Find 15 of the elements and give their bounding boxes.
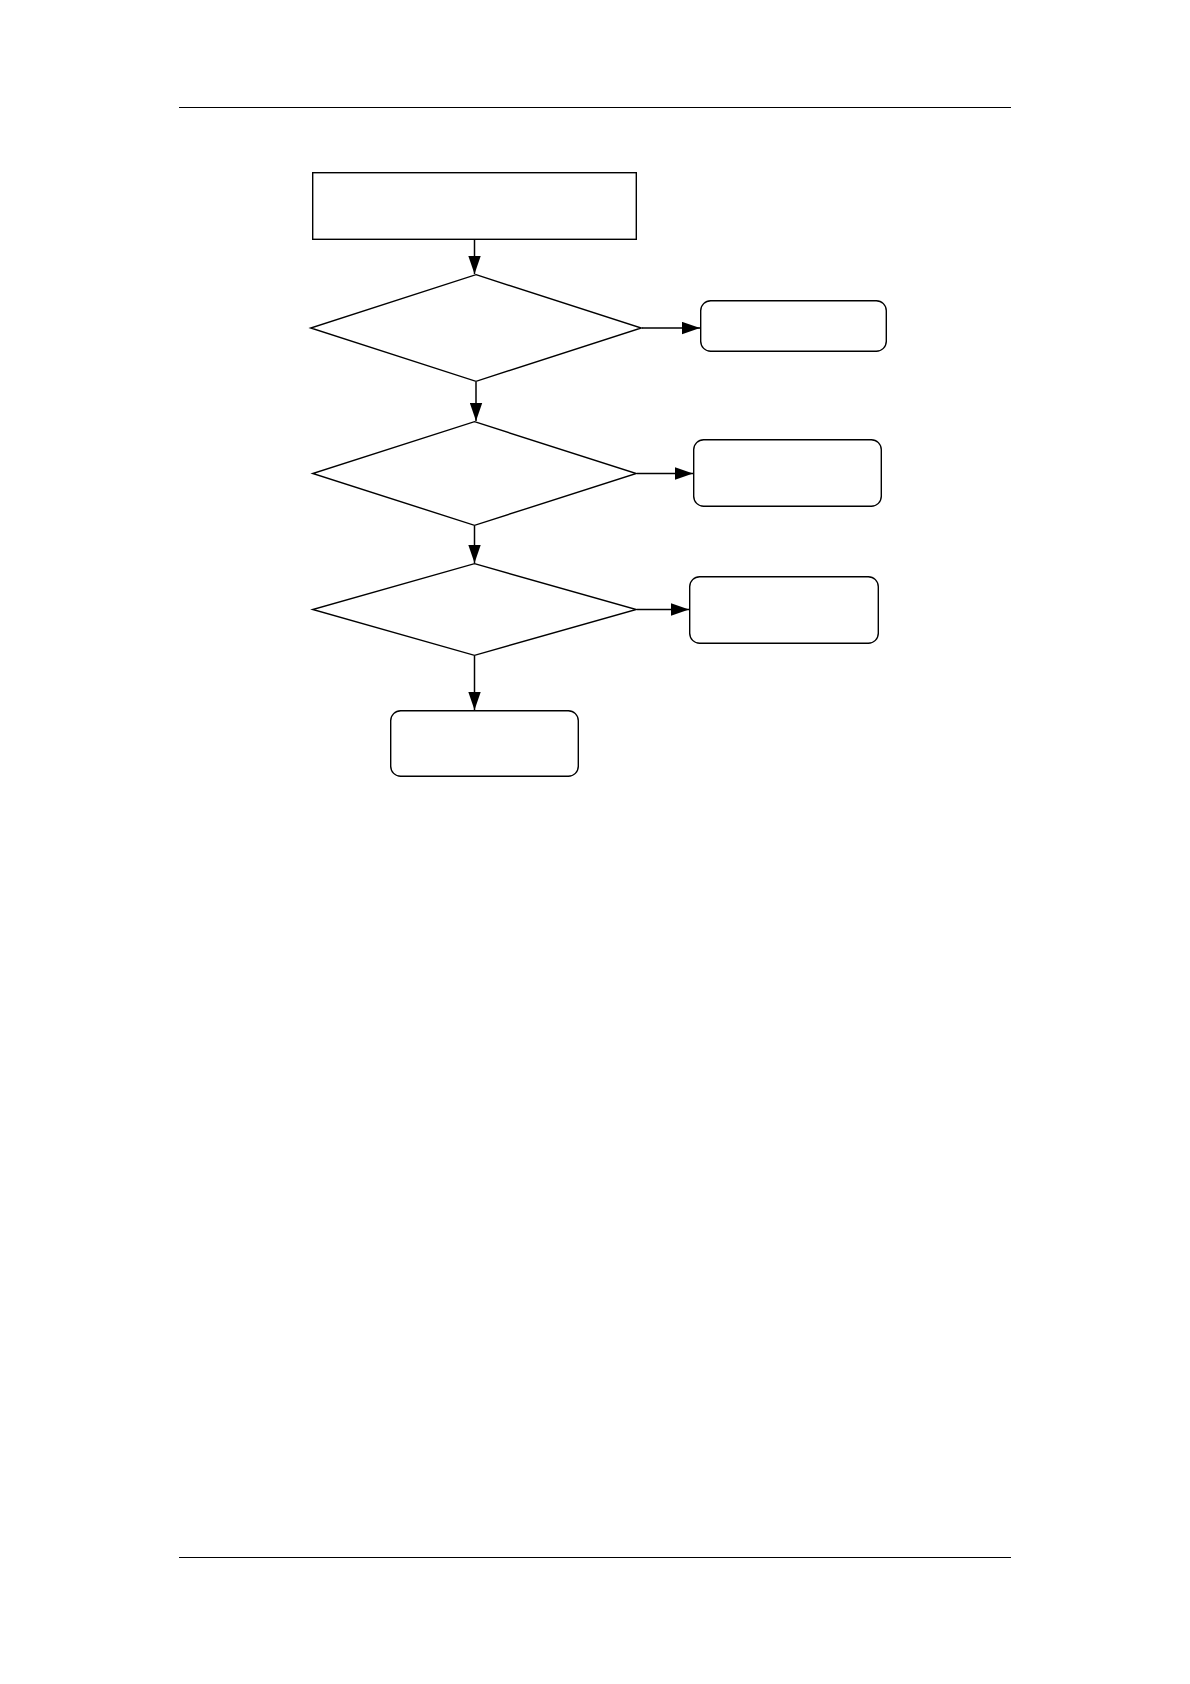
decision-diamond <box>312 421 637 526</box>
decision-diamond <box>312 563 637 656</box>
arrow <box>469 381 483 422</box>
decision-diamond <box>310 274 642 382</box>
arrow <box>468 525 481 564</box>
arrow <box>641 321 701 335</box>
arrow <box>636 603 690 616</box>
rounded-box <box>700 300 887 352</box>
process-box <box>312 172 637 240</box>
arrow <box>468 655 481 711</box>
arrow <box>636 467 694 480</box>
rounded-box <box>693 439 882 507</box>
arrow <box>468 239 481 275</box>
rounded-box <box>390 710 579 777</box>
rounded-box <box>689 576 879 644</box>
